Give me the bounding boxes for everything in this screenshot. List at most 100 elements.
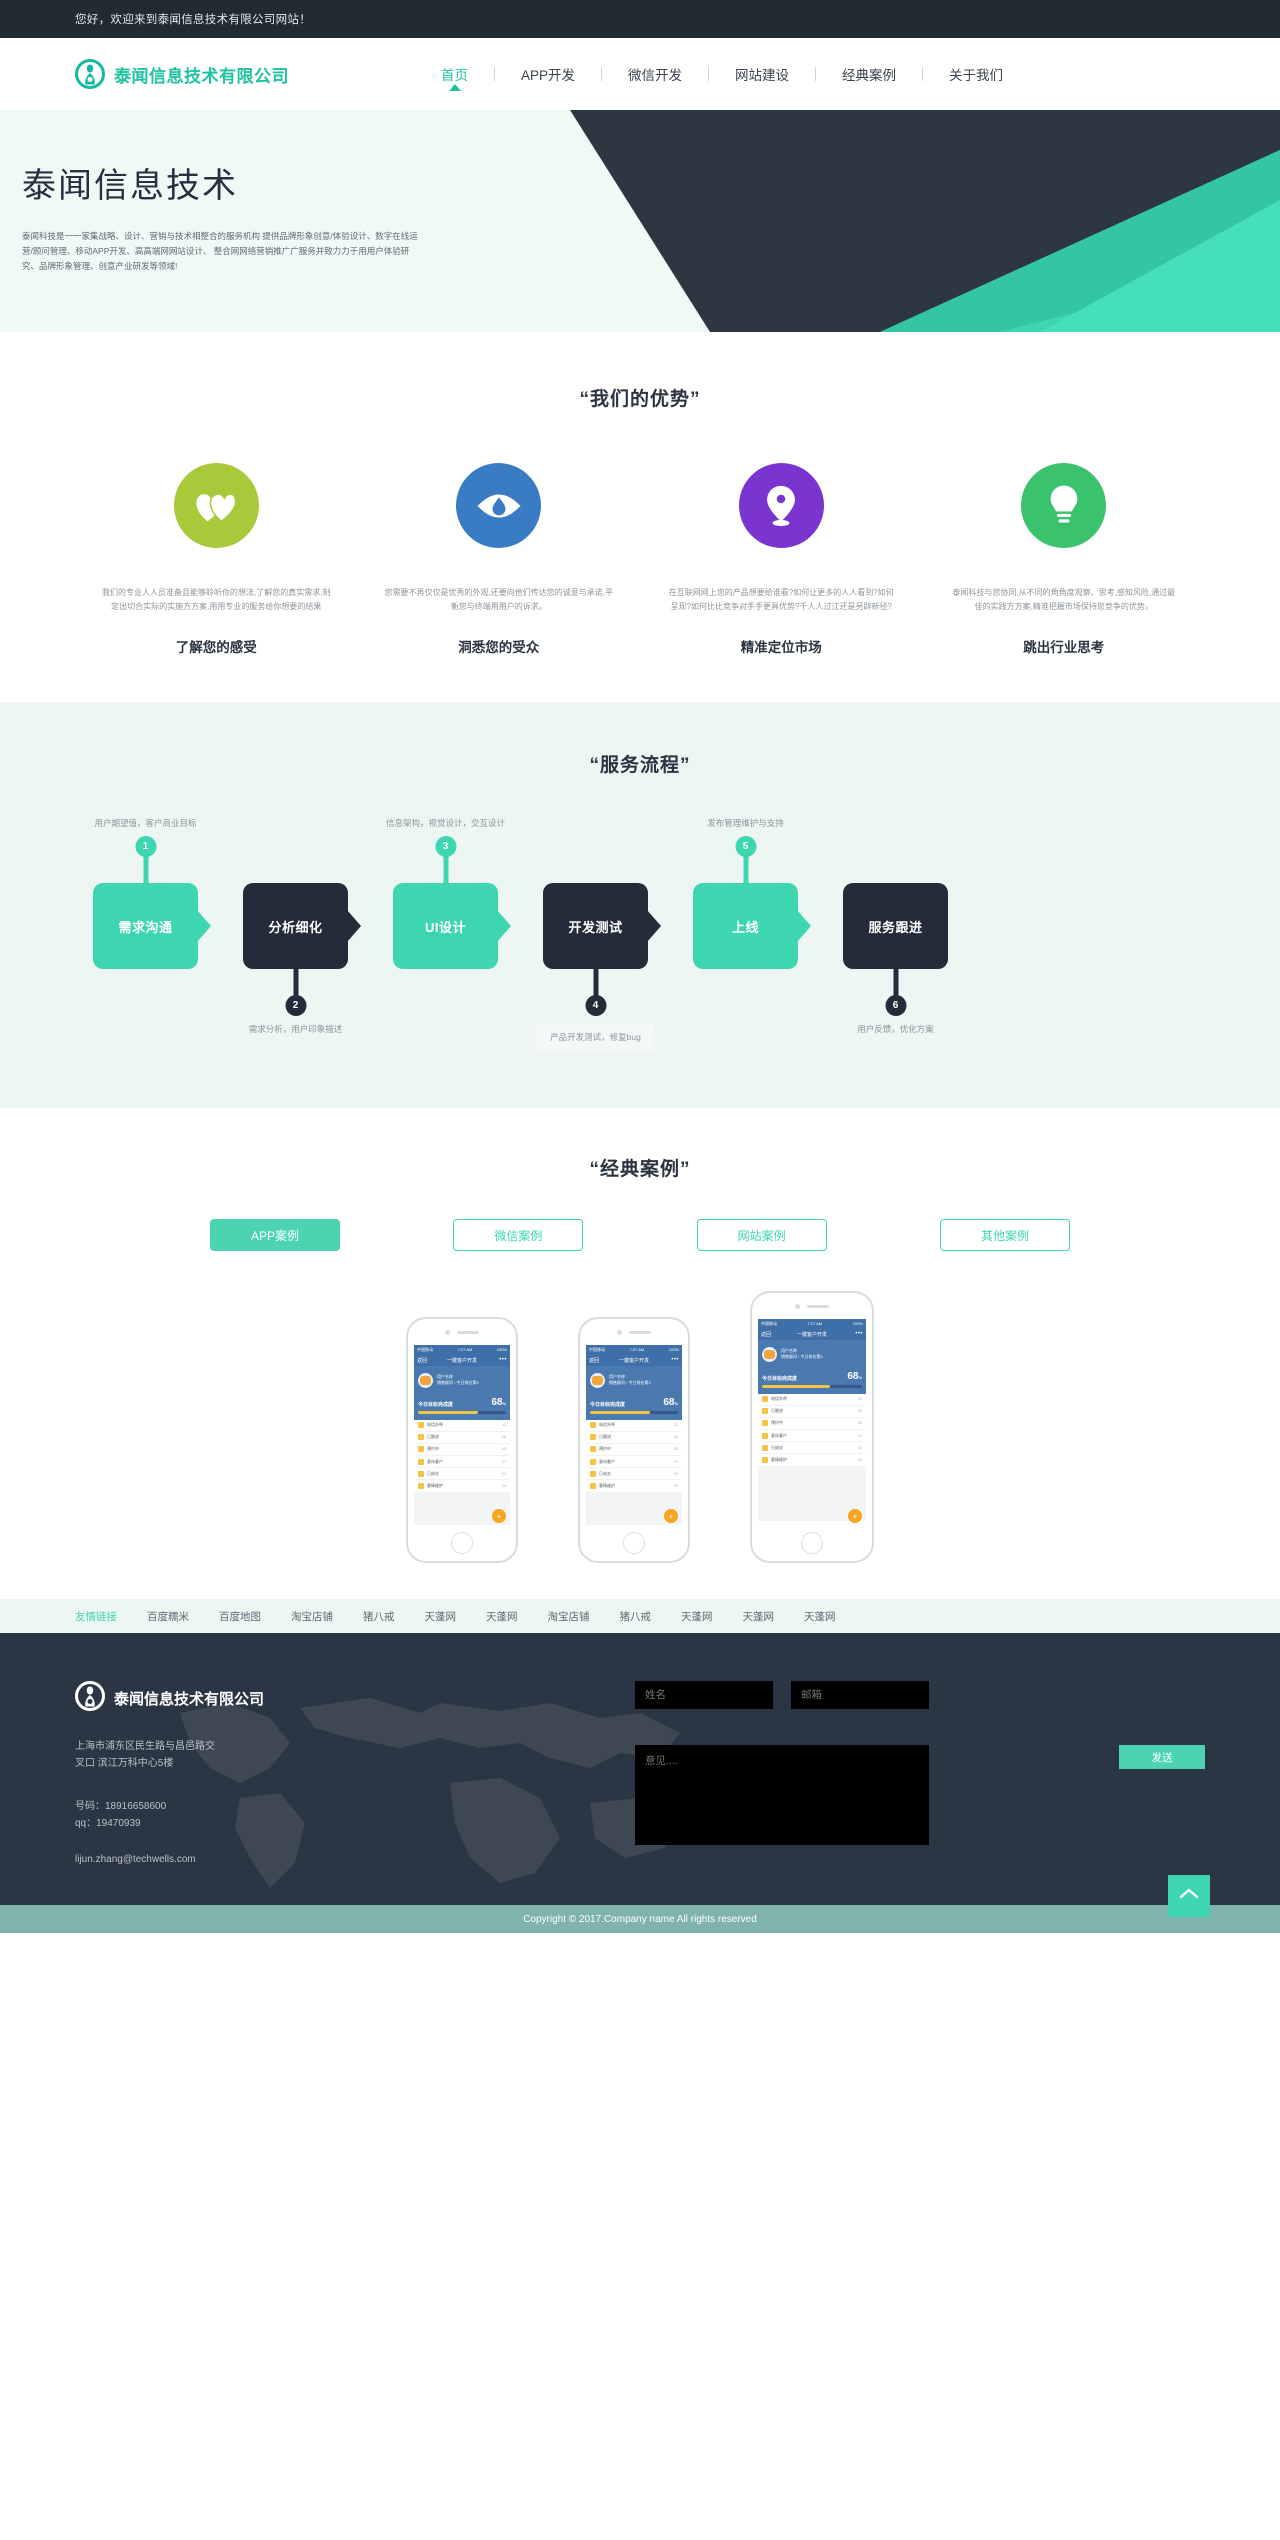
speaker-icon — [457, 1330, 479, 1334]
process-stem — [893, 969, 898, 1002]
phone-mockup-3[interactable]: 中国移动 7:27 AM 100% 返回 一键客户开发 ••• 用户名称 销售顾… — [750, 1291, 874, 1563]
friend-link[interactable]: 百度糯米 — [147, 1610, 189, 1623]
process-box[interactable]: 服务跟进 — [843, 883, 948, 969]
item-title: 预约中 — [599, 1446, 611, 1452]
nav-label: 经典案例 — [842, 68, 897, 83]
item-meta: 12 — [674, 1423, 678, 1428]
friend-link[interactable]: 天蓬网 — [424, 1610, 457, 1623]
add-fab-button[interactable]: + — [664, 1509, 678, 1523]
item-meta: 05 — [674, 1447, 678, 1452]
process-caption: 发布管理维护与支持 — [707, 818, 784, 828]
bullet-icon — [590, 1422, 596, 1429]
carrier-label: 中国移动 — [417, 1346, 433, 1352]
process-step-5: 发布管理维护与支持 5 上线 — [693, 818, 811, 969]
process-box[interactable]: 分析细化 — [243, 883, 361, 969]
tab-app-cases[interactable]: APP案例 — [210, 1219, 340, 1251]
active-caret-icon — [448, 84, 461, 91]
item-meta: 05 — [858, 1421, 862, 1426]
advantage-heading: 了解您的感受 — [175, 640, 257, 655]
list-item[interactable]: 预约中 05 — [586, 1444, 682, 1457]
nav-item-cases[interactable]: 经典案例 — [816, 64, 922, 84]
nav-item-about[interactable]: 关于我们 — [923, 64, 1029, 84]
friend-link[interactable]: 猪八戒 — [363, 1610, 395, 1623]
home-button[interactable] — [451, 1532, 473, 1554]
nav-item-website[interactable]: 网站建设 — [709, 64, 815, 84]
back-label[interactable]: 返回 — [589, 1357, 600, 1364]
process-box[interactable]: 上线 — [693, 883, 811, 969]
nav-item-app[interactable]: APP开发 — [495, 64, 601, 84]
more-dots-icon[interactable]: ••• — [855, 1331, 863, 1337]
person-circle-logo-icon — [75, 59, 105, 89]
friend-link[interactable]: 天蓬网 — [681, 1610, 713, 1623]
send-button[interactable]: 发送 — [1119, 1745, 1205, 1769]
nav-divider — [922, 67, 924, 81]
name-input[interactable] — [635, 1681, 773, 1709]
message-textarea[interactable] — [635, 1745, 929, 1845]
more-dots-icon[interactable]: ••• — [499, 1357, 507, 1363]
home-button[interactable] — [623, 1532, 645, 1554]
greeting-text: 您好，欢迎来到泰闻信息技术有限公司网站！ — [75, 14, 311, 26]
item-meta: 09 — [502, 1484, 506, 1489]
time-label: 7:27 AM — [457, 1347, 473, 1352]
friend-link[interactable]: 淘宝店铺 — [291, 1610, 333, 1623]
item-meta: 08 — [502, 1435, 506, 1440]
friend-link[interactable]: 猪八戒 — [619, 1610, 652, 1623]
process-box[interactable]: 需求沟通 — [93, 883, 211, 969]
app-nav-bar: 返回 一键客户开发 ••• — [586, 1354, 682, 1366]
add-fab-button[interactable]: + — [492, 1509, 506, 1523]
battery-label: 100% — [496, 1347, 507, 1352]
nav-item-wechat[interactable]: 微信开发 — [602, 64, 708, 84]
two-hearts-icon — [173, 463, 259, 548]
brand-logo[interactable]: 泰闻信息技术有限公司 — [75, 59, 405, 89]
process-flow: 用户期望值，客户商业目标 1 需求沟通 分析细化 2 需求分析，用户印象描述 信… — [75, 818, 1205, 1051]
footer-phone: 号码：18916658600 — [75, 1801, 167, 1812]
add-fab-button[interactable]: + — [848, 1509, 862, 1523]
process-box[interactable]: 开发测试 — [543, 883, 661, 969]
tab-website-cases[interactable]: 网站案例 — [696, 1219, 827, 1251]
friend-link[interactable]: 淘宝店铺 — [547, 1610, 590, 1623]
back-to-top-button[interactable] — [1168, 1875, 1210, 1917]
phone-mockup-1[interactable]: 中国移动 7:27 AM 100% 返回 一键客户开发 ••• 用户名称 销售顾… — [406, 1317, 518, 1563]
battery-label: 100% — [852, 1321, 863, 1326]
friend-link[interactable]: 天蓬网 — [486, 1610, 518, 1623]
friend-link[interactable]: 天蓬网 — [804, 1610, 836, 1623]
process-caption: 产品开发测试，修复bug — [536, 1023, 655, 1051]
more-dots-icon[interactable]: ••• — [671, 1357, 679, 1363]
back-label[interactable]: 返回 — [761, 1331, 772, 1338]
friend-link[interactable]: 天蓬网 — [742, 1610, 775, 1623]
bullet-icon — [418, 1458, 424, 1465]
nav-item-home[interactable]: 首页 — [415, 64, 494, 91]
advantage-description: 泰闻科技与您协同,从不同的角角度观察、思考,感知风险,通过最佳的实践方方案,精准… — [952, 588, 1176, 611]
goal-panel: 今日目标完成度 68% — [586, 1394, 682, 1420]
nav-divider — [494, 67, 495, 81]
back-label[interactable]: 返回 — [417, 1357, 428, 1364]
tab-other-cases[interactable]: 其他案例 — [939, 1219, 1070, 1251]
email-input[interactable] — [791, 1681, 929, 1709]
phone-mockup-2[interactable]: 中国移动 7:27 AM 100% 返回 一键客户开发 ••• 用户名称 销售顾… — [578, 1317, 690, 1563]
profile-strip: 用户名称 销售顾问 / 今日排名第3 — [758, 1340, 866, 1368]
friend-link[interactable]: 百度地图 — [219, 1610, 261, 1623]
tab-wechat-cases[interactable]: 微信案例 — [453, 1219, 584, 1251]
process-step-number: 3 — [435, 836, 456, 857]
avatar — [762, 1346, 777, 1362]
process-box[interactable]: UI设计 — [393, 883, 511, 969]
home-button[interactable] — [801, 1532, 823, 1554]
